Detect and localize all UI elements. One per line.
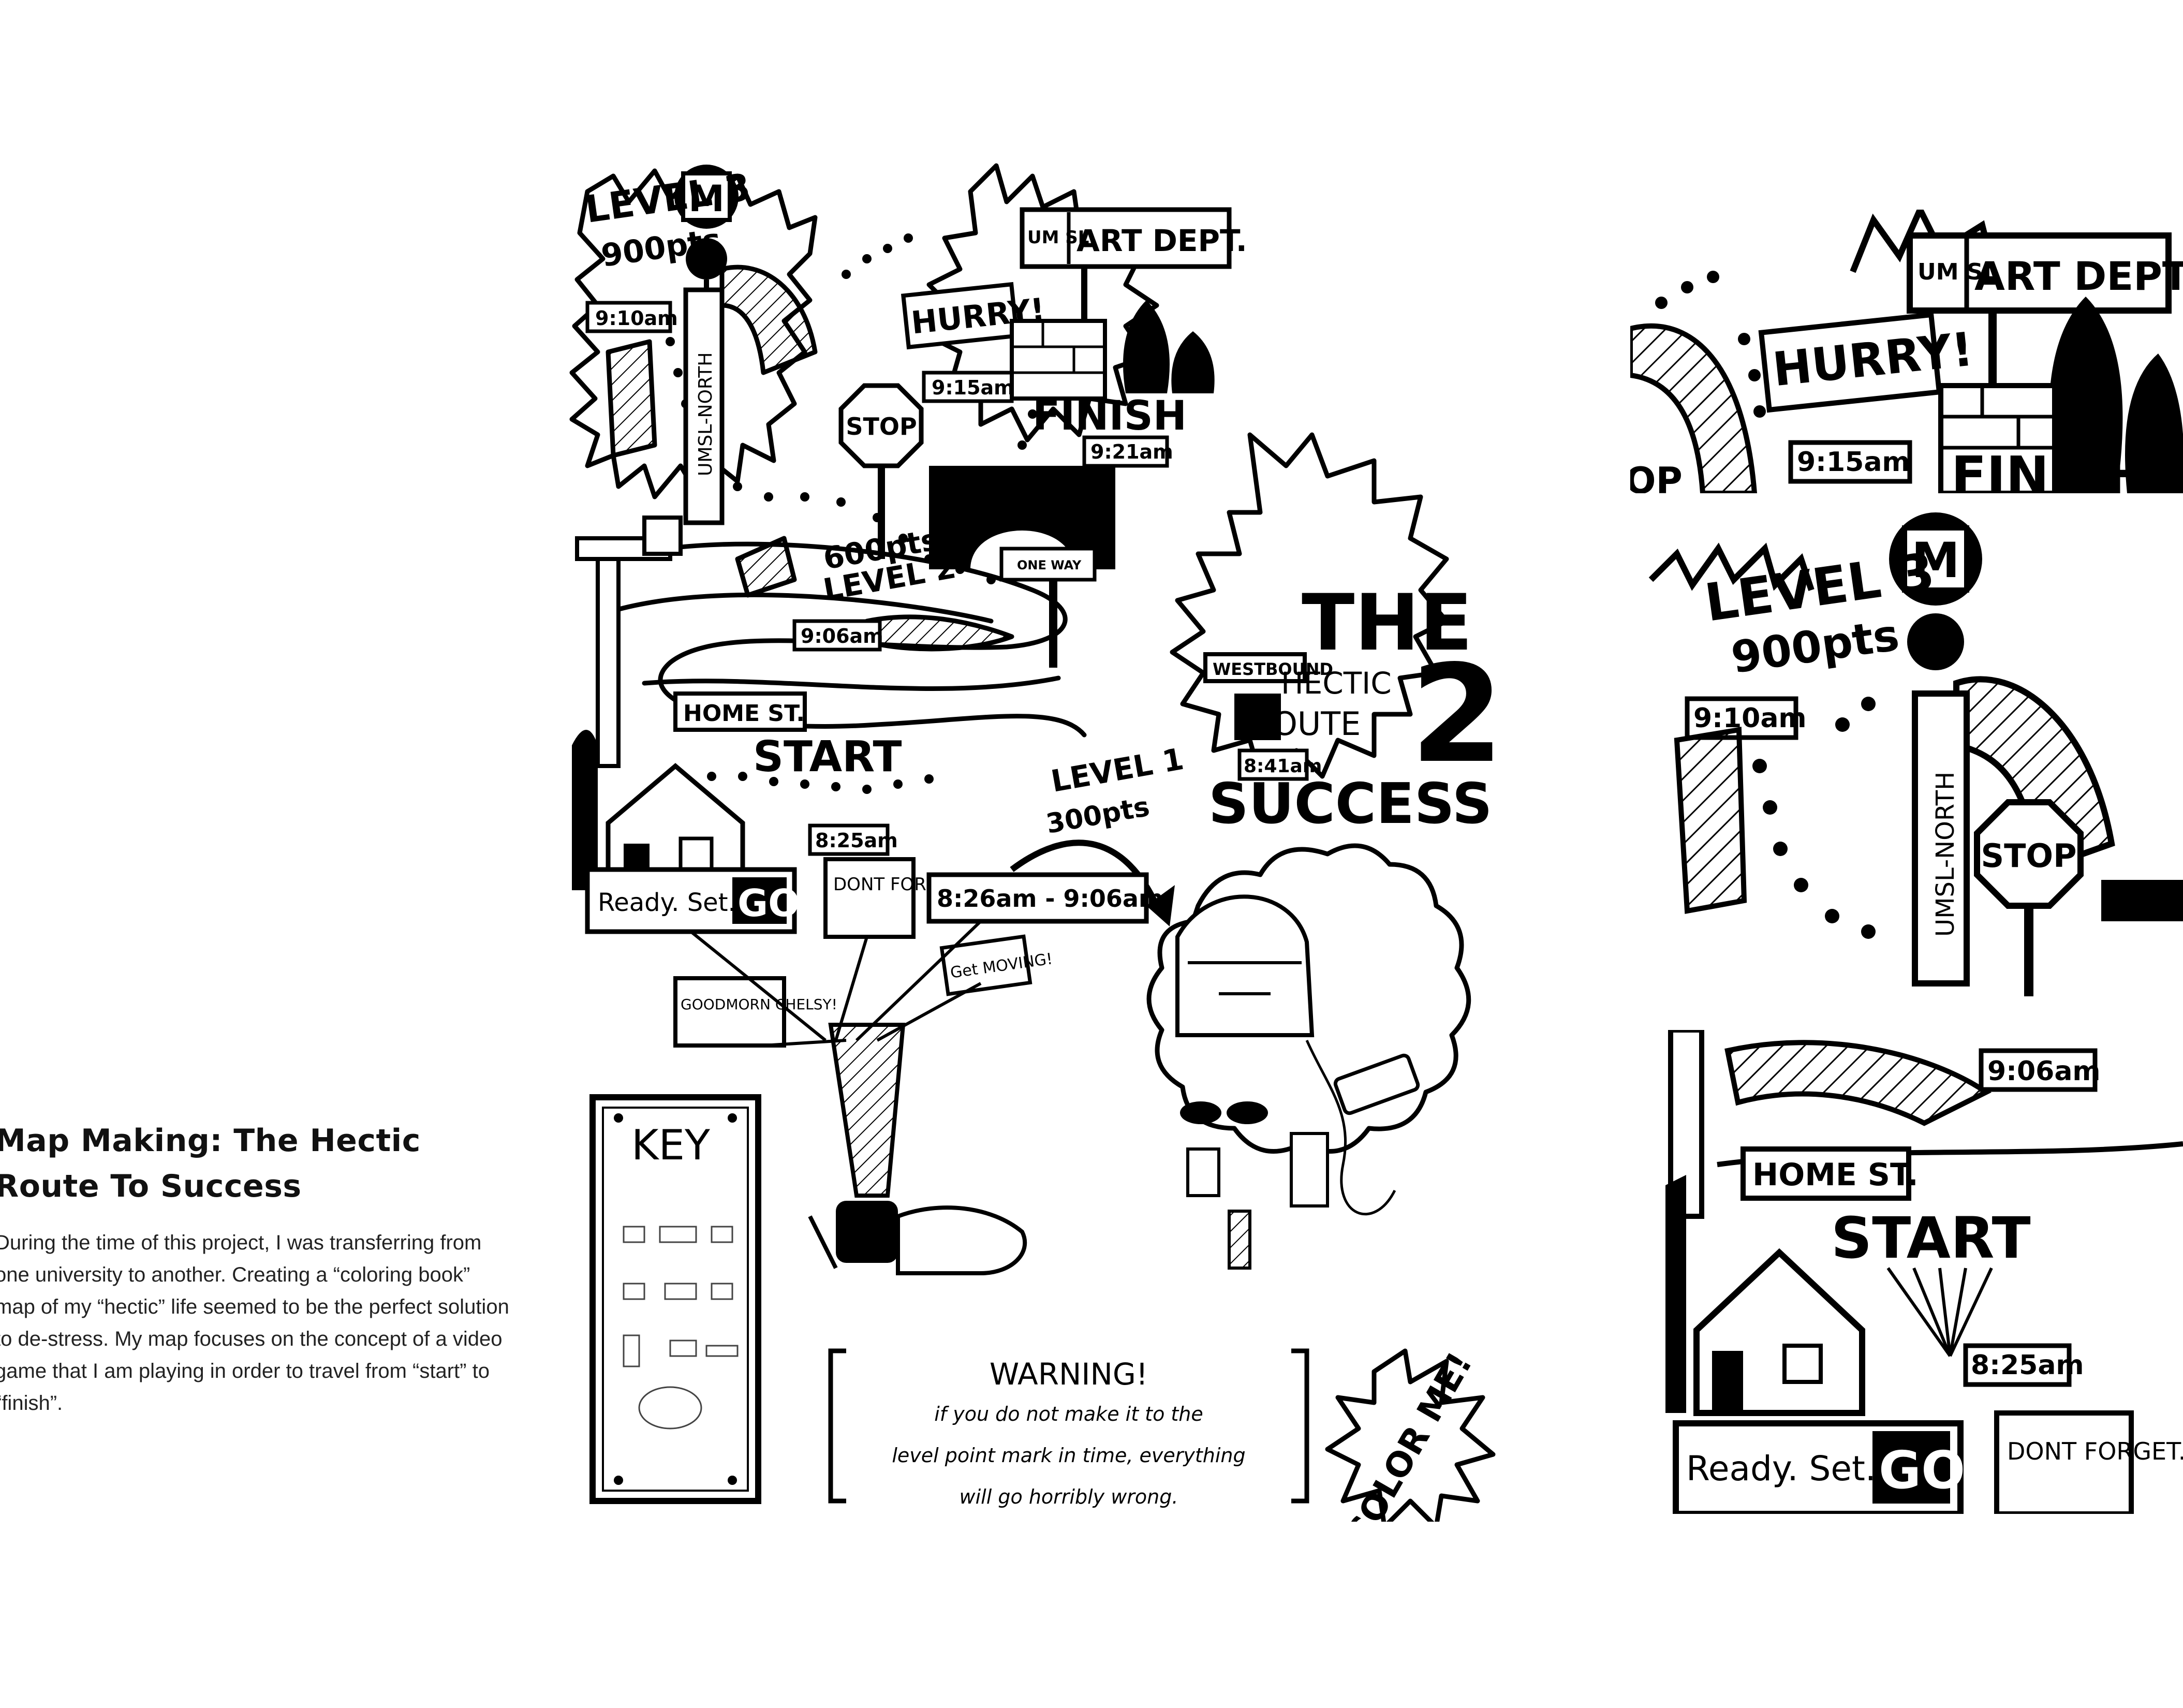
umsl-north-pillar: [683, 287, 725, 525]
warning-line2: level point mark in time, everything: [892, 1444, 1245, 1467]
road-outline-2: [611, 592, 994, 624]
time-906: 9:06am: [801, 625, 883, 647]
title-success: SUCCESS: [1208, 772, 1493, 836]
crop2-time-910: 9:10am: [1693, 703, 1807, 734]
home-st-sign: [673, 691, 807, 732]
stop-label: STOP: [846, 413, 917, 440]
thought-cloud-outline: [1146, 843, 1471, 1154]
detail-crop-level3: M LEVEL 3 900pts 9:10am UMSL-NORTH STOP: [1646, 507, 2183, 996]
key-title: KEY: [631, 1121, 711, 1169]
crop3-time-906: 9:06am: [1987, 1056, 2101, 1087]
crop3-go-label: GO: [1879, 1440, 1965, 1500]
warning-line1: if you do not make it to the: [934, 1403, 1203, 1425]
main-map-illustration: M UMSL-NORTH LEVEL 3 900pts 9:10am STOP …: [567, 155, 1607, 1522]
title-burst-outline: [1170, 432, 1449, 779]
get-moving-bubble: [939, 934, 1032, 996]
metro-sign-box: [681, 171, 732, 222]
crop3-start-label: START: [1831, 1205, 2031, 1271]
warning-bracket-left: [828, 1348, 846, 1504]
westbound-label: WESTBOUND: [1213, 659, 1333, 679]
project-caption: Map Making: The Hectic Route To Success …: [0, 1118, 512, 1419]
backpack: [1175, 894, 1315, 1037]
goodmorn-label: GOODMORN CHELSY!: [681, 996, 837, 1013]
home-st-label: HOME ST.: [683, 700, 805, 727]
warning-line3: will go horribly wrong.: [960, 1485, 1178, 1508]
detail-crop-finish: HURRY! 9:15am UM SL ART DEPT. FINISH OP: [1630, 210, 2183, 493]
crop1-finish-label: FINISH: [1951, 445, 2149, 493]
brick-wall: [1010, 319, 1107, 401]
title-hectic: HECTIC: [1281, 666, 1392, 701]
warning-bracket-right: [1291, 1348, 1309, 1504]
umsl-sign-label: UM SL: [1027, 227, 1089, 248]
crop2-umsl-north-label: UMSL-NORTH: [1931, 772, 1960, 937]
crop1-art-dept-label: ART DEPT.: [1974, 253, 2183, 299]
striped-balloon: [828, 1023, 906, 1198]
crop1-umsl-label: UM SL: [1918, 259, 1998, 285]
time-921: 9:21am: [1090, 440, 1173, 463]
stop-sign: [838, 383, 924, 468]
caption-title-line2: Route To Success: [0, 1168, 302, 1204]
time-825: 8:25am: [815, 829, 898, 852]
one-way-sign: [999, 547, 1097, 582]
title-two: 2: [1410, 637, 1504, 793]
color-me-burst-outline: [1325, 1348, 1496, 1522]
one-way-label: ONE WAY: [1017, 558, 1082, 572]
umsl-north-label: UMSL-NORTH: [695, 352, 716, 476]
caption-title: Map Making: The Hectic Route To Success: [0, 1118, 512, 1209]
title-route: ROUTE: [1250, 705, 1361, 743]
time-range-label: 8:26am - 9:06am: [937, 885, 1163, 912]
crop3-home-st-label: HOME ST.: [1752, 1157, 1919, 1193]
wristwatch: [836, 1201, 898, 1263]
crop1-stop-fragment: OP: [1630, 460, 1683, 493]
metro-letter: M: [688, 178, 725, 220]
goodmorn-bubble: [673, 976, 786, 1048]
crop2-metro-letter: M: [1911, 533, 1960, 589]
tunnel: [929, 466, 1115, 569]
level1-pts: 300pts: [1044, 791, 1152, 840]
crop3-ready-set-label: Ready. Set.: [1686, 1449, 1876, 1489]
title-the: THE: [1302, 578, 1472, 668]
start-label: START: [753, 732, 902, 782]
hand: [896, 1205, 1027, 1275]
phone: [1333, 1053, 1420, 1115]
dont-forget-sign: [823, 857, 916, 939]
go-label: GO: [738, 881, 800, 925]
art-dept-label: ART DEPT.: [1076, 223, 1247, 258]
earphones-cord: [1305, 1039, 1396, 1216]
ready-set-label: Ready. Set.: [598, 888, 736, 917]
caption-body: During the time of this project, I was t…: [0, 1231, 509, 1415]
level1-label: LEVEL 1: [1049, 741, 1186, 799]
art-dept-sign: [1020, 207, 1232, 269]
sunglasses: [1180, 1101, 1268, 1124]
warning-title: WARNING!: [990, 1357, 1148, 1392]
time-915: 9:15am: [932, 376, 1014, 399]
finish-label: FINISH: [1032, 393, 1187, 439]
time-841: 8:41am: [1244, 756, 1322, 777]
road-outline-3: [642, 675, 1061, 691]
caption-title-line1: Map Making: The Hectic: [0, 1123, 421, 1159]
crop3-time-825: 8:25am: [1971, 1350, 2084, 1381]
detail-crop-start: 9:06am HOME ST. START 8:25am Ready. Set.…: [1665, 1030, 2183, 1514]
time-910: 9:10am: [595, 307, 678, 330]
crop3-dont-forget-label: DONT FORGET...: [2007, 1437, 2183, 1465]
time-range-sign: [926, 872, 1149, 924]
crop2-stop-label: STOP: [1981, 837, 2076, 875]
crop1-time-915: 9:15am: [1797, 447, 1910, 478]
